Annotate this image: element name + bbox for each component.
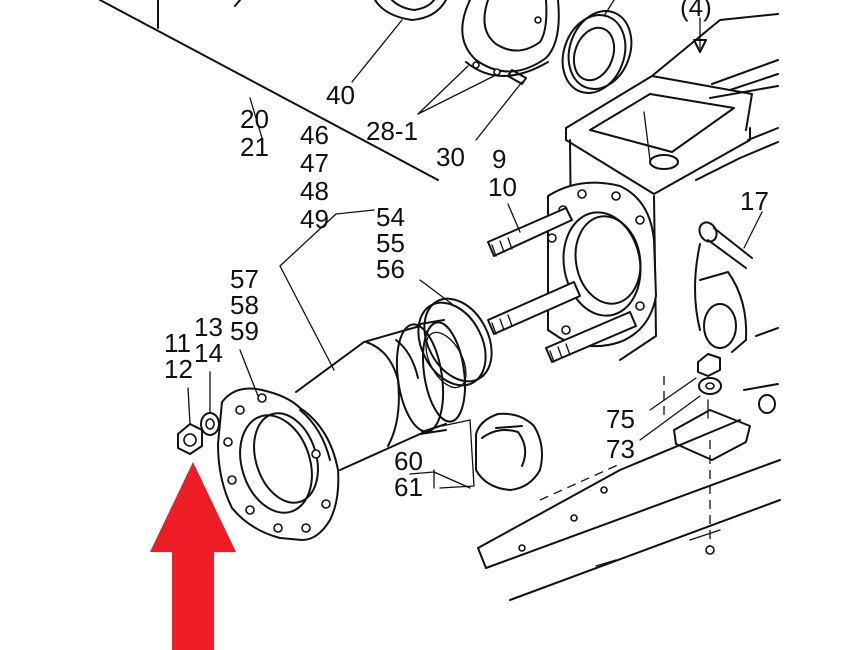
label-47: 47 [300, 148, 329, 178]
label-11: 11 [164, 328, 191, 358]
label-59: 59 [230, 316, 259, 346]
label-4: (4) [680, 0, 712, 22]
label-58: 58 [230, 290, 259, 320]
label-12: 12 [164, 354, 193, 384]
label-40: 40 [326, 80, 355, 110]
red-up-arrow-icon [150, 462, 236, 650]
upper-shaft-assembly [99, 0, 707, 181]
label-9: 9 [492, 144, 506, 174]
nut-and-washer [177, 371, 220, 455]
stud-bolts [487, 203, 637, 363]
label-48: 48 [300, 176, 329, 206]
label-21: 21 [240, 132, 269, 162]
base-frame [477, 419, 781, 601]
label-75: 75 [606, 404, 635, 434]
label-20: 20 [240, 104, 269, 134]
label-10: 10 [488, 172, 517, 202]
gasket-flange [217, 387, 340, 541]
label-57: 57 [230, 264, 259, 294]
base-plate-hardware [639, 353, 751, 555]
label-55: 55 [376, 228, 405, 258]
part-number-labels: (4) 40 28-1 30 20 21 46 47 48 49 9 10 17… [164, 0, 769, 502]
label-61: 61 [394, 472, 423, 502]
label-54: 54 [376, 202, 405, 232]
label-30: 30 [436, 142, 465, 172]
label-14: 14 [194, 338, 223, 368]
label-49: 49 [300, 204, 329, 234]
label-46: 46 [300, 120, 329, 150]
label-73: 73 [606, 434, 635, 464]
label-17: 17 [740, 186, 769, 216]
clamp [433, 412, 543, 491]
label-13: 13 [194, 312, 223, 342]
tube-sleeve [295, 279, 493, 471]
label-60: 60 [394, 446, 423, 476]
leader-lines [239, 97, 435, 489]
label-28-1: 28-1 [366, 116, 418, 146]
label-56: 56 [376, 254, 405, 284]
